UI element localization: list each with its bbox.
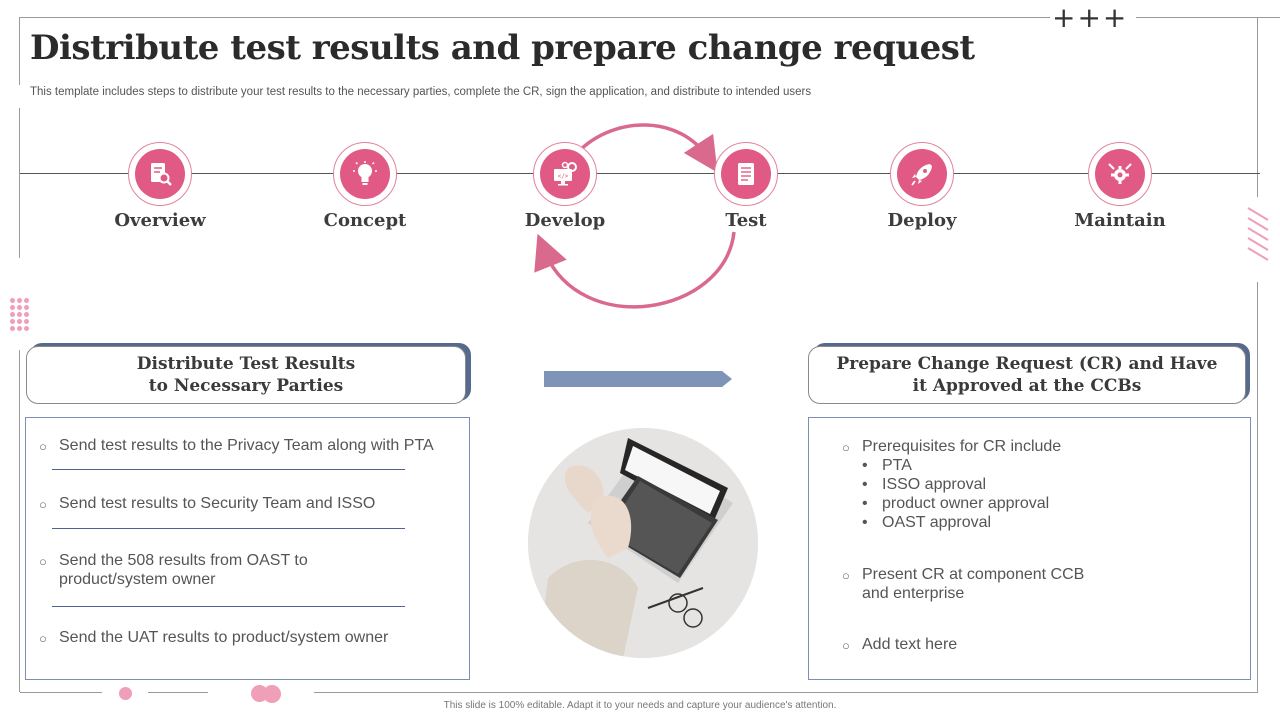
laptop-photo	[528, 428, 758, 658]
list-item: ○ Present CR at component CCB and enterp…	[842, 566, 1085, 602]
right-card-header: Prepare Change Request (CR) and Have it …	[808, 346, 1246, 404]
corner-plus-marks: +++	[1052, 1, 1129, 34]
step-label: Test	[725, 210, 767, 231]
svg-text:</>: </>	[558, 173, 569, 180]
frame-top-right-line	[1136, 17, 1280, 18]
step-maintain: Maintain	[1040, 142, 1200, 231]
frame-left-line-mid	[19, 108, 20, 258]
sub-list-item: PTA	[862, 456, 1242, 475]
decorative-dot	[119, 687, 132, 700]
left-card-title-line1: Distribute Test Results	[136, 354, 356, 374]
list-separator	[52, 528, 405, 529]
frame-left-line	[19, 17, 20, 85]
lightbulb-icon	[353, 161, 377, 185]
list-item: ○ Send test results to Security Team and…	[39, 495, 376, 512]
step-label: Maintain	[1074, 210, 1166, 231]
right-card-title-line2: it Approved at the CCBs	[912, 376, 1142, 396]
left-card-body: ○ Send test results to the Privacy Team …	[25, 417, 470, 680]
frame-right-line-low	[1257, 282, 1258, 692]
sub-list-item: OAST approval	[862, 513, 1242, 532]
footer-note: This slide is 100% editable. Adapt it to…	[443, 700, 837, 711]
prerequisites-sublist: PTA ISSO approval product owner approval…	[842, 456, 1242, 532]
sub-list-item: product owner approval	[862, 494, 1242, 513]
list-item: ○ Add text here	[842, 636, 958, 653]
document-search-icon	[151, 163, 172, 186]
circle-bullet-icon: ○	[842, 568, 850, 583]
circle-bullet-icon: ○	[39, 631, 47, 646]
list-item: ○ Prerequisites for CR include PTA ISSO …	[842, 437, 1242, 532]
decorative-stripes	[1247, 207, 1269, 261]
list-item: ○ Send the UAT results to product/system…	[39, 629, 389, 646]
page-title: Distribute test results and prepare chan…	[30, 28, 975, 68]
step-label: Deploy	[887, 210, 957, 231]
frame-bottom-line-3	[314, 692, 1258, 693]
right-card-body: ○ Prerequisites for CR include PTA ISSO …	[808, 417, 1251, 680]
step-label: Overview	[114, 210, 206, 231]
frame-right-line	[1257, 17, 1258, 197]
list-item: ○ Send test results to the Privacy Team …	[39, 437, 434, 454]
right-arrow-icon	[544, 371, 732, 387]
decorative-dot	[263, 685, 281, 703]
document-icon	[738, 163, 754, 185]
left-card-title-line2: to Necessary Parties	[148, 376, 344, 396]
list-separator	[52, 469, 405, 470]
circle-bullet-icon: ○	[39, 497, 47, 512]
frame-top-line	[20, 17, 1050, 18]
step-test: Test	[666, 142, 826, 231]
circle-bullet-icon: ○	[39, 439, 47, 454]
left-card-header: Distribute Test Results to Necessary Par…	[26, 346, 466, 404]
step-label: Develop	[524, 210, 606, 231]
step-label: Concept	[323, 210, 407, 231]
step-develop: </> Develop	[485, 142, 645, 231]
cycle-arrows	[534, 123, 736, 309]
list-item: ○ Send the 508 results from OAST to prod…	[39, 552, 308, 588]
process-timeline-line	[20, 173, 1260, 174]
frame-left-line-low	[19, 350, 20, 692]
circle-bullet-icon: ○	[842, 440, 850, 455]
monitor-gears-icon: </>	[554, 161, 577, 186]
frame-bottom-line-1	[20, 692, 102, 693]
decorative-dot-grid	[10, 298, 30, 331]
sub-list-item: ISSO approval	[862, 475, 1242, 494]
page-subtitle: This template includes steps to distribu…	[30, 86, 812, 98]
step-concept: Concept	[285, 142, 445, 231]
step-overview: Overview	[80, 142, 240, 231]
list-separator	[52, 606, 405, 607]
circle-bullet-icon: ○	[39, 554, 47, 569]
tools-gear-icon	[1108, 163, 1132, 184]
rocket-icon	[911, 164, 932, 186]
step-deploy: Deploy	[842, 142, 1002, 231]
frame-bottom-line-2	[148, 692, 208, 693]
right-card-title-line1: Prepare Change Request (CR) and Have	[836, 354, 1218, 374]
circle-bullet-icon: ○	[842, 638, 850, 653]
